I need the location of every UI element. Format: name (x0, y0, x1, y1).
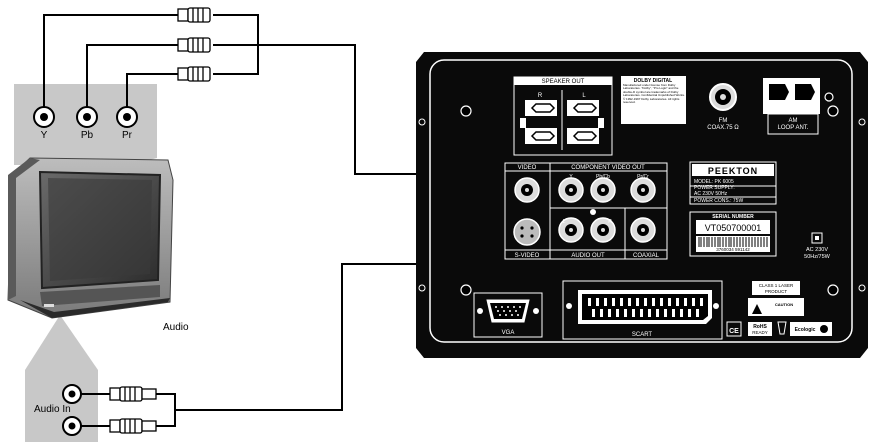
ecologic-logo: Ecologic (795, 327, 816, 333)
am-label: AM (789, 118, 798, 124)
serial-title: SERIAL NUMBER (712, 214, 754, 220)
panel-text: SPEAKER OUT R L DOLBY DIGITAL Manufactur… (502, 78, 831, 338)
audio-r-label: R (608, 219, 612, 225)
dolby-notice: Manufactured under license from Dolby La… (623, 84, 685, 105)
rohs-ready-label: READY (752, 330, 768, 335)
pr-label: Pr (122, 130, 133, 141)
serial-number: VT050700001 (705, 223, 762, 233)
brand-logo: PEEKTON (708, 166, 758, 176)
coaxial-label: COAXIAL (633, 253, 660, 259)
am-loop-label: LOOP ANT. (778, 125, 809, 131)
y-port-label: Y (569, 174, 573, 180)
class-laser-2: PRODUCT (765, 289, 788, 294)
vga-label: VGA (502, 330, 515, 336)
pb-cb-label: Pb/Cb (596, 174, 610, 180)
power-supply-label: POWER SUPPLY: (694, 185, 735, 191)
scart-label: SCART (632, 332, 653, 338)
pb-label: Pb (81, 130, 94, 141)
class-laser-1: CLASS 1 LASER (759, 283, 794, 288)
component-video-out-label: COMPONENT VIDEO OUT (571, 165, 645, 171)
fm-label: FM (719, 118, 728, 124)
barcode-digits: 3760034 591142 (716, 247, 750, 252)
pr-cr-label: Pr/Cr (637, 174, 649, 180)
tv-jacks (33, 106, 138, 128)
speaker-r-label: R (538, 93, 543, 99)
rohs-label: RoHS (753, 324, 767, 330)
fm-coax-label: COAX.75 Ω (707, 125, 739, 131)
component-cables (43, 14, 565, 175)
device-rear-panel (416, 52, 868, 358)
audio-in-label: Audio In (34, 404, 71, 415)
dolby-badge: DOLBY DIGITAL (634, 78, 672, 84)
dolby-notice-box: Manufactured under license from Dolby La… (623, 84, 685, 105)
audio-label: Audio (163, 322, 189, 333)
rca-plug (109, 386, 157, 434)
rca-plug (177, 7, 211, 82)
ac-rating-1: AC 230V (806, 247, 828, 253)
power-ac-label: AC 230V 50Hz (694, 191, 728, 197)
audio-l-label: L (563, 219, 566, 225)
audio-out-label: AUDIO OUT (571, 253, 605, 259)
audio-in-area (25, 315, 98, 442)
ac-rating-2: 50Hz/75W (804, 254, 830, 260)
speaker-l-label: L (582, 93, 586, 99)
speaker-out-label: SPEAKER OUT (542, 79, 585, 85)
y-label: Y (41, 130, 48, 141)
power-cons-label: POWER CONS.: 75W (694, 198, 743, 204)
caution-label: CAUTION (775, 302, 793, 307)
audio-in-jacks (62, 384, 82, 436)
ce-mark: CE (729, 328, 739, 335)
s-video-label: S-VIDEO (515, 253, 540, 259)
model-label: MODEL: PK 6005 (694, 179, 734, 185)
television-illustration (7, 157, 174, 319)
video-label: VIDEO (518, 165, 537, 171)
